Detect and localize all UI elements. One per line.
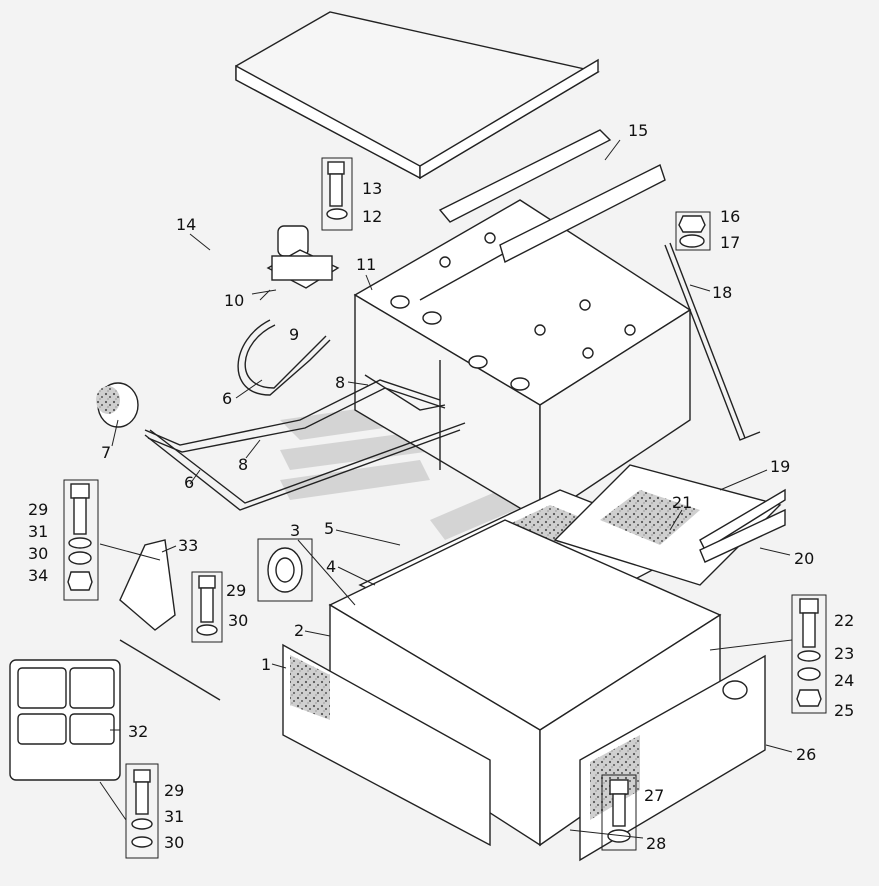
callout-31b: 31	[164, 807, 184, 826]
callout-13: 13	[362, 179, 382, 198]
hardware-box-29-31-30-low	[125, 763, 159, 859]
base-plate	[553, 464, 786, 586]
callout-27: 27	[644, 786, 664, 805]
callout-10: 10	[224, 291, 244, 310]
callout-6b: 6	[184, 473, 194, 492]
callout-8b: 8	[238, 455, 248, 474]
callout-20: 20	[794, 549, 814, 568]
hardware-box-27-28	[601, 774, 637, 851]
callout-23: 23	[834, 644, 854, 663]
callout-28: 28	[646, 834, 666, 853]
callout-15: 15	[628, 121, 648, 140]
hardware-box-22-25	[791, 594, 827, 714]
hardware-box-13-12	[321, 157, 353, 231]
callout-1: 1	[261, 655, 271, 674]
callout-30a: 30	[28, 544, 48, 563]
callout-17: 17	[720, 233, 740, 252]
hardware-box-29-30-mid	[191, 571, 223, 643]
callout-2: 2	[294, 621, 304, 640]
callout-29b: 29	[226, 581, 246, 600]
callout-14: 14	[176, 215, 196, 234]
callout-9: 9	[289, 325, 299, 344]
hardware-box-16-17	[675, 211, 711, 251]
callout-33: 33	[178, 536, 198, 555]
callout-11: 11	[356, 255, 376, 274]
washer-3	[257, 538, 313, 602]
contactor-block	[9, 639, 221, 781]
callout-19: 19	[770, 457, 790, 476]
callout-4: 4	[326, 557, 336, 576]
hold-down-rod	[664, 242, 761, 441]
bracket	[119, 539, 176, 631]
callout-7: 7	[101, 443, 111, 462]
battery	[353, 199, 692, 522]
callout-labels: 1 2 3 4 5 6 6 7 8 8 9 10 11 12 13 14 15 …	[28, 121, 854, 853]
callout-21: 21	[672, 493, 692, 512]
callout-8a: 8	[335, 373, 345, 392]
front-cover-plate	[282, 643, 491, 847]
callout-22: 22	[834, 611, 854, 630]
battery-switch	[266, 225, 340, 289]
callout-30c: 30	[164, 833, 184, 852]
cables	[144, 319, 466, 511]
hardware-box-29-34	[63, 479, 99, 601]
callout-25: 25	[834, 701, 854, 720]
callout-34: 34	[28, 566, 48, 585]
relay	[96, 382, 139, 428]
callout-32: 32	[128, 722, 148, 741]
callout-29c: 29	[164, 781, 184, 800]
callout-16: 16	[720, 207, 740, 226]
callout-12: 12	[362, 207, 382, 226]
callout-31a: 31	[28, 522, 48, 541]
callout-26: 26	[796, 745, 816, 764]
callout-29a: 29	[28, 500, 48, 519]
callout-24: 24	[834, 671, 854, 690]
leader-lines	[99, 139, 793, 839]
callout-6a: 6	[222, 389, 232, 408]
callout-3: 3	[290, 521, 300, 540]
callout-30b: 30	[228, 611, 248, 630]
callout-5: 5	[324, 519, 334, 538]
clamp-bar	[438, 129, 666, 264]
callout-18: 18	[712, 283, 732, 302]
battery-box-lid	[235, 11, 600, 180]
